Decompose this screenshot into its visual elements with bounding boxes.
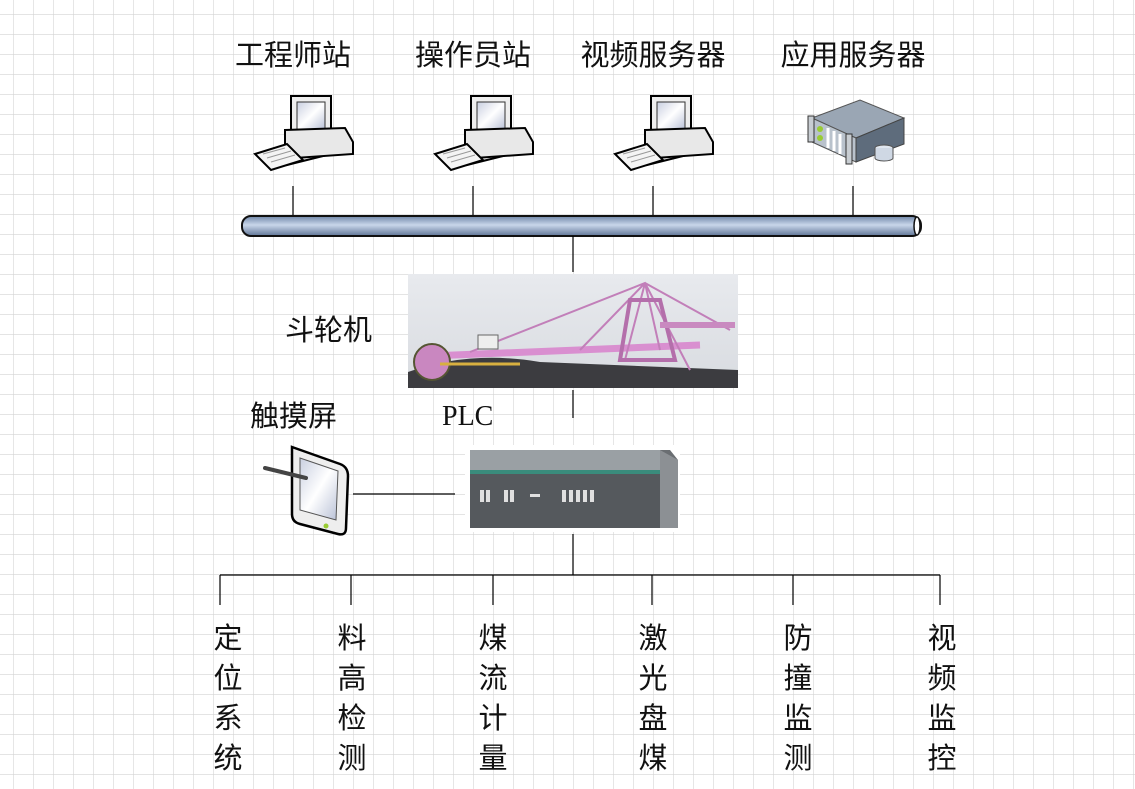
network-bus xyxy=(241,215,922,237)
connector-lines xyxy=(292,186,854,217)
subsystem-char: 频 xyxy=(927,661,956,695)
node-label-application-server: 应用服务器 xyxy=(780,38,925,72)
subsystem-connector-lines xyxy=(219,534,941,605)
subsystem-char: 定 xyxy=(213,621,242,655)
subsystem-char: 煤 xyxy=(638,741,667,775)
touchscreen-icon[interactable] xyxy=(263,445,350,536)
subsystem-char: 盘 xyxy=(638,701,667,735)
subsystem-char: 视 xyxy=(927,621,956,655)
subsystem-char: 测 xyxy=(337,741,366,775)
subsystem-char: 高 xyxy=(337,661,366,695)
server-icon[interactable] xyxy=(807,99,906,165)
node-label-video-server: 视频服务器 xyxy=(580,38,725,72)
plc-rack-image[interactable] xyxy=(465,445,680,532)
subsystem-char: 撞 xyxy=(783,661,812,695)
subsystem-char: 防 xyxy=(783,621,812,655)
touchscreen-label: 触摸屏 xyxy=(250,399,337,433)
subsystem-char: 测 xyxy=(783,741,812,775)
subsystem-char: 激 xyxy=(638,621,667,655)
subsystem-char: 量 xyxy=(478,741,507,775)
subsystem-char: 统 xyxy=(213,741,242,775)
machine-label: 斗轮机 xyxy=(285,313,372,347)
subsystem-char: 监 xyxy=(927,701,956,735)
subsystem-char: 料 xyxy=(337,621,366,655)
node-label-operator-station: 操作员站 xyxy=(415,38,531,72)
subsystem-char: 控 xyxy=(927,741,956,775)
subsystem-char: 位 xyxy=(213,661,242,695)
subsystem-char: 监 xyxy=(783,701,812,735)
plc-label: PLC xyxy=(442,401,493,432)
subsystem-char: 煤 xyxy=(478,621,507,655)
subsystem-char: 计 xyxy=(478,701,507,735)
node-label-engineer-station: 工程师站 xyxy=(235,38,351,72)
bucket-wheel-machine-image xyxy=(408,274,738,388)
subsystem-char: 流 xyxy=(478,661,507,695)
subsystem-char: 检 xyxy=(337,701,366,735)
subsystem-char: 光 xyxy=(638,661,667,695)
subsystem-char: 系 xyxy=(213,701,242,735)
